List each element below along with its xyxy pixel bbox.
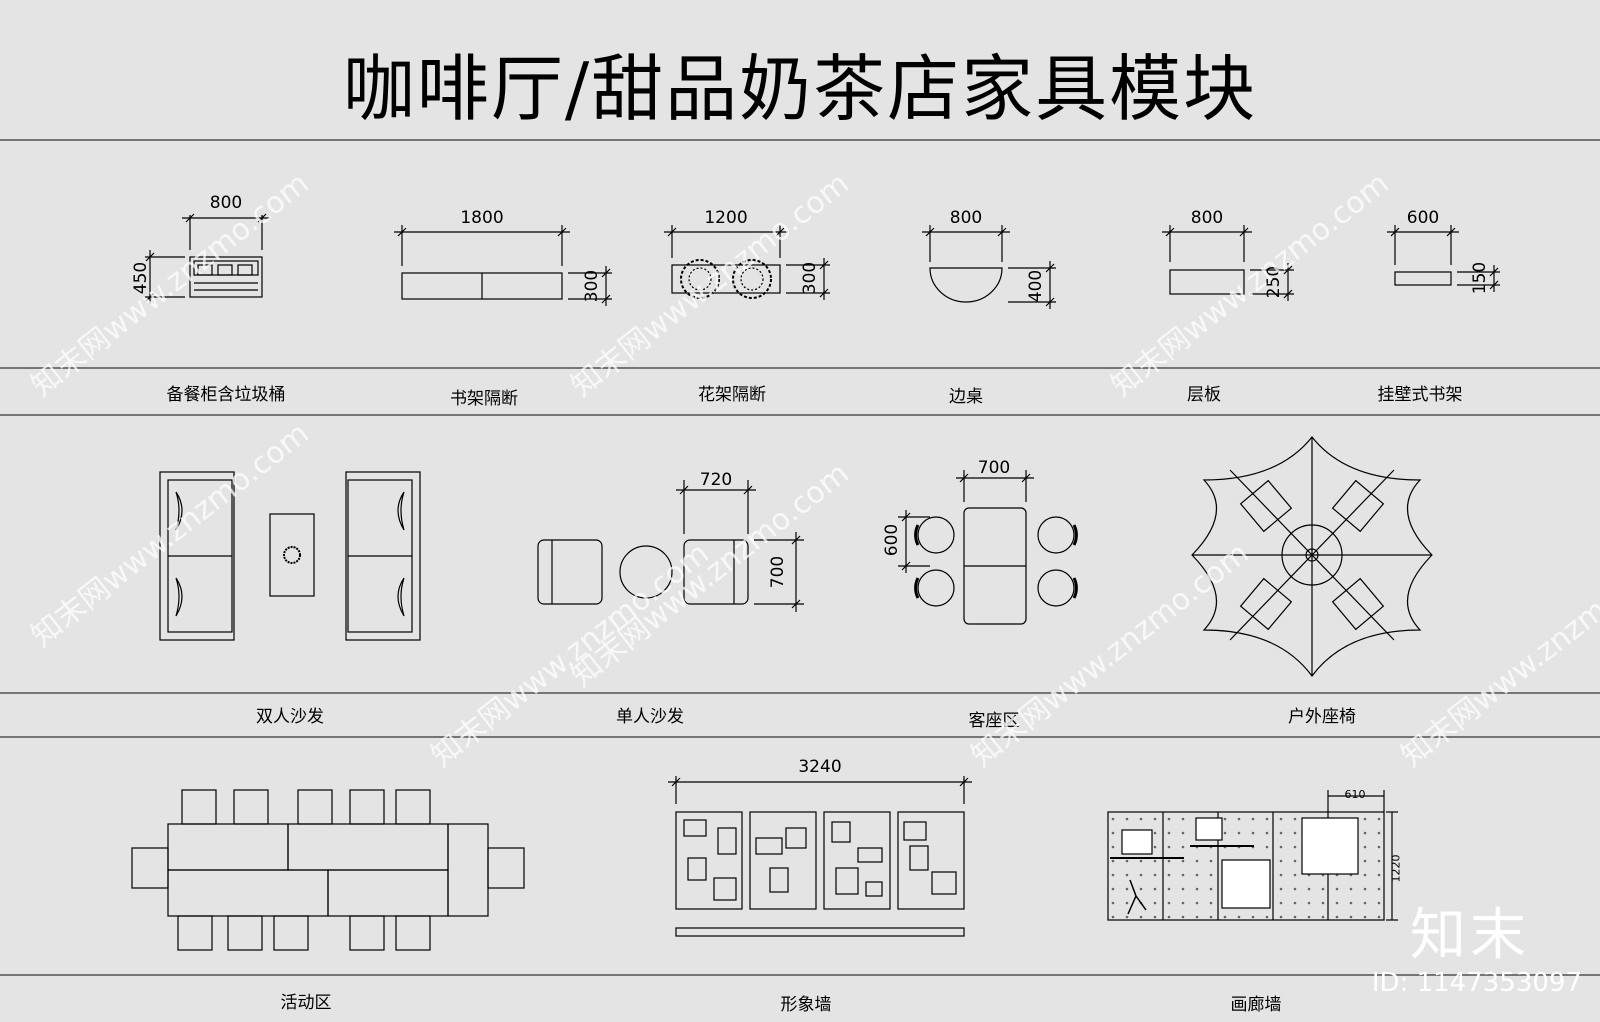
double-sofa-plan bbox=[159, 471, 421, 641]
label-image-wall: 形象墙 bbox=[780, 995, 832, 1015]
label-shelf-board: 层板 bbox=[1187, 385, 1221, 405]
dim-side-table-depth: 400 bbox=[1026, 269, 1046, 303]
outdoor-seating-plan bbox=[1191, 436, 1433, 678]
label-guest-seating: 客座区 bbox=[968, 711, 1020, 731]
dim-wall-bookshelf-depth: 150 bbox=[1470, 261, 1490, 295]
dim-side-table-width: 800 bbox=[949, 208, 983, 228]
brand-logo-text: 知末 bbox=[1410, 903, 1530, 968]
dim-single-sofa-width: 720 bbox=[699, 470, 733, 490]
dim-single-sofa-depth: 700 bbox=[768, 555, 788, 589]
bookshelf-partition-plan bbox=[394, 225, 612, 306]
dim-image-wall-width: 3240 bbox=[798, 757, 842, 777]
label-service-cabinet: 备餐柜含垃圾桶 bbox=[166, 385, 286, 405]
wall-bookshelf-plan bbox=[1387, 225, 1500, 292]
dim-guest-seating-depth: 600 bbox=[882, 523, 902, 557]
label-flower-rack-partition: 花架隔断 bbox=[698, 385, 766, 405]
label-wall-bookshelf: 挂壁式书架 bbox=[1377, 385, 1463, 405]
dim-bookshelf-width: 1800 bbox=[460, 208, 504, 228]
gallery-wall-plan bbox=[1107, 790, 1398, 921]
dim-bookshelf-depth: 300 bbox=[582, 269, 602, 303]
dim-wall-bookshelf-width: 600 bbox=[1406, 208, 1440, 228]
label-activity-area: 活动区 bbox=[280, 993, 332, 1013]
activity-area-plan bbox=[131, 789, 525, 951]
label-side-table: 边桌 bbox=[949, 387, 983, 407]
service-cabinet-plan bbox=[145, 213, 270, 304]
guest-seating-plan bbox=[898, 470, 1078, 625]
shelf-board-plan bbox=[1162, 225, 1294, 301]
dim-shelf-width: 800 bbox=[1190, 208, 1224, 228]
dim-gallery-wall-width: 610 bbox=[1344, 788, 1366, 801]
dim-guest-seating-width: 700 bbox=[977, 458, 1011, 478]
section-dividers bbox=[0, 139, 1600, 976]
label-double-sofa: 双人沙发 bbox=[256, 707, 324, 727]
dim-flower-rack-width: 1200 bbox=[704, 208, 748, 228]
dim-flower-rack-depth: 300 bbox=[800, 261, 820, 295]
dim-gallery-wall-height: 1220 bbox=[1389, 854, 1403, 883]
label-gallery-wall: 画廊墙 bbox=[1230, 995, 1282, 1015]
page-title: 咖啡厅/甜品奶茶店家具模块 bbox=[342, 47, 1258, 131]
flower-rack-partition-plan bbox=[664, 225, 830, 300]
dim-cabinet-width: 800 bbox=[209, 193, 243, 213]
label-bookshelf-partition: 书架隔断 bbox=[450, 389, 518, 409]
image-wall-plan bbox=[668, 776, 972, 937]
side-table-plan bbox=[922, 225, 1056, 309]
label-single-sofa: 单人沙发 bbox=[616, 707, 684, 727]
image-id: ID: 1147353097 bbox=[1371, 968, 1582, 998]
single-sofa-plan bbox=[537, 480, 804, 612]
label-outdoor-seating: 户外座椅 bbox=[1288, 707, 1356, 727]
